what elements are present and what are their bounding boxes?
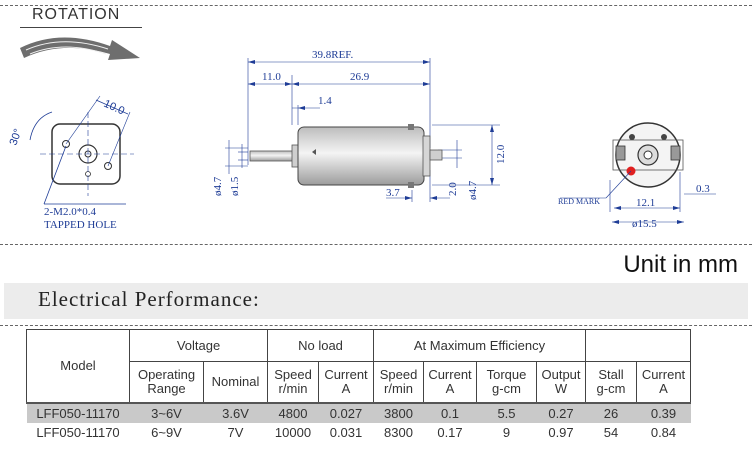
top-dashed-rule [0, 5, 752, 6]
dim-rear-boss: ø4.7 [467, 180, 479, 200]
dim-shaft-length: 11.0 [262, 71, 281, 83]
dim-rear-offset: 0.3 [696, 183, 710, 195]
cell-nl-speed: 10000 [274, 424, 312, 440]
dim-body-length: 26.9 [350, 71, 370, 83]
cell-stall-torque: 26 [585, 402, 637, 423]
dim-rear-flat: 12.1 [636, 197, 655, 209]
header-model: Model [26, 329, 130, 404]
cell-nl-current: 0.031 [329, 424, 363, 440]
terminal-bottom [408, 182, 414, 188]
rotation-underline [20, 27, 142, 28]
table-row: LFF050-11170 3~6V 3.6V 4800 0.027 3800 0… [26, 402, 691, 423]
cell-torque: 5.5 [476, 402, 537, 423]
rotation-title: ROTATION [32, 6, 121, 23]
cell-me-current: 0.1 [423, 402, 477, 423]
section-band [4, 283, 748, 319]
hole-note-tapped: TAPPED HOLE [44, 219, 117, 231]
cell-output: 0.97 [548, 424, 574, 440]
unit-label: Unit in mm [623, 251, 738, 278]
terminal-top [408, 124, 414, 130]
rear-boss [429, 149, 443, 161]
motor-drawing: 10.0 30° 2-M2.0*0.4 TAPPED HOLE [8, 37, 716, 231]
cell-me-speed: 3800 [373, 402, 424, 423]
dim-total-length: 39.8REF. [312, 49, 354, 61]
rear-cap [422, 135, 431, 177]
header-row-groups: Model Voltage No load At Maximum Efficie… [26, 329, 691, 404]
drawing-dashed-rule [0, 244, 752, 245]
dim-terminal-gap: 3.7 [386, 187, 400, 199]
header-stall [585, 329, 691, 362]
dim-shaft-diameter: ø1.5 [229, 176, 241, 196]
cell-stall-current: 0.84 [650, 424, 677, 440]
header-voltage: Voltage [129, 329, 268, 362]
dim-body-diameter: 12.0 [495, 144, 507, 164]
cell-nominal: 7V [227, 424, 244, 440]
cell-model: LFF050-11170 [36, 424, 120, 440]
cell-range: 3~6V [129, 402, 204, 423]
red-mark-label: RED MARK [558, 197, 600, 206]
dim-terminal-length: 2.0 [447, 182, 459, 196]
cell-stall-torque: 54 [603, 424, 619, 440]
header-nominal: Nominal [203, 361, 268, 404]
cell-output: 0.27 [536, 402, 586, 423]
performance-table: Model Voltage No load At Maximum Efficie… [26, 329, 691, 442]
rear-view [560, 122, 716, 224]
cell-nl-current: 0.027 [318, 402, 374, 423]
cell-me-current: 0.17 [437, 424, 463, 440]
header-no-load: No load [267, 329, 374, 362]
dim-angle-label: 30° [8, 127, 25, 147]
cell-me-speed: 8300 [384, 424, 413, 440]
section-dashed-rule [0, 325, 752, 326]
side-view [225, 58, 500, 202]
cell-nl-speed: 4800 [267, 402, 319, 423]
dim-width-label: 10.0 [102, 98, 126, 118]
front-view [29, 95, 134, 205]
cell-range: 6~9V [151, 424, 182, 440]
hole-note-thread: 2-M2.0*0.4 [44, 206, 96, 218]
rear-terminal-left [615, 145, 626, 161]
rear-terminal-right [670, 145, 681, 161]
section-title: Electrical Performance: [38, 287, 260, 311]
cell-nominal: 3.6V [203, 402, 268, 423]
cell-stall-current: 0.39 [636, 402, 691, 423]
motor-shaft [249, 150, 295, 162]
dim-rear-diameter: ø15.5 [632, 218, 657, 230]
dim-collar: 1.4 [318, 95, 332, 107]
rotation-arrow-icon [20, 37, 140, 60]
header-max-efficiency: At Maximum Efficiency [373, 329, 586, 362]
cell-model: LFF050-11170 [26, 402, 130, 423]
motor-body [297, 126, 425, 186]
dim-boss-diameter: ø4.7 [212, 176, 224, 196]
table-row: LFF050-11170 6~9V 7V 10000 0.031 8300 0.… [27, 423, 691, 442]
cell-torque: 9 [502, 424, 511, 440]
